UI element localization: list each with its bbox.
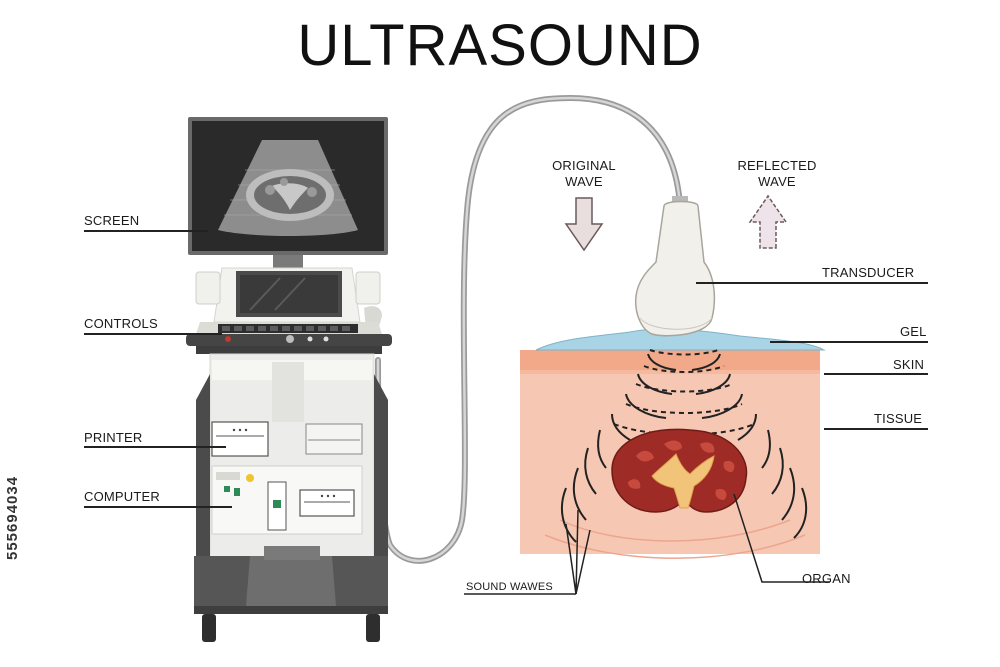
reflected-wave-arrow: [748, 194, 788, 249]
pointer-printer: [84, 446, 226, 448]
printer-unit: [211, 421, 363, 457]
label-gel: GEL: [900, 324, 927, 339]
pointer-tissue: [824, 428, 928, 430]
monitor: [188, 117, 388, 255]
label-controls: CONTROLS: [84, 316, 158, 331]
control-panel: [186, 322, 392, 354]
label-skin: SKIN: [893, 357, 925, 372]
pointer-controls: [84, 333, 222, 335]
organ-kidney: [611, 428, 748, 513]
label-reflected-wave-line2: WAVE: [758, 174, 796, 189]
label-tissue: TISSUE: [874, 411, 923, 426]
label-computer: COMPUTER: [84, 489, 160, 504]
transducer-probe: [634, 196, 716, 337]
skin-layer: [520, 350, 820, 372]
label-sound-waves: SOUND WAWES: [466, 581, 553, 593]
ultrasound-machine: [186, 117, 392, 642]
stock-id: 555694034: [4, 475, 21, 560]
label-reflected-wave: REFLECTED WAVE: [722, 158, 832, 190]
pointer-gel: [770, 341, 928, 343]
pointer-transducer: [696, 282, 928, 284]
original-wave-arrow: [564, 197, 604, 252]
label-transducer: TRANSDUCER: [822, 265, 915, 280]
computer-unit: [211, 465, 363, 535]
label-organ: ORGAN: [802, 571, 851, 586]
pointer-screen: [84, 230, 208, 232]
label-screen: SCREEN: [84, 213, 140, 228]
label-original-wave: ORIGINAL WAVE: [542, 158, 626, 190]
label-reflected-wave-line1: REFLECTED: [737, 158, 817, 173]
sound-waves-pointer: [464, 509, 591, 595]
pointer-computer: [84, 506, 232, 508]
label-printer: PRINTER: [84, 430, 143, 445]
sound-waves: [560, 349, 808, 543]
label-original-wave-line2: WAVE: [565, 174, 603, 189]
pointer-skin: [824, 373, 928, 375]
label-original-wave-line1: ORIGINAL: [552, 158, 616, 173]
diagram-title: ULTRASOUND: [297, 13, 703, 78]
organ-pointer: [733, 493, 830, 583]
